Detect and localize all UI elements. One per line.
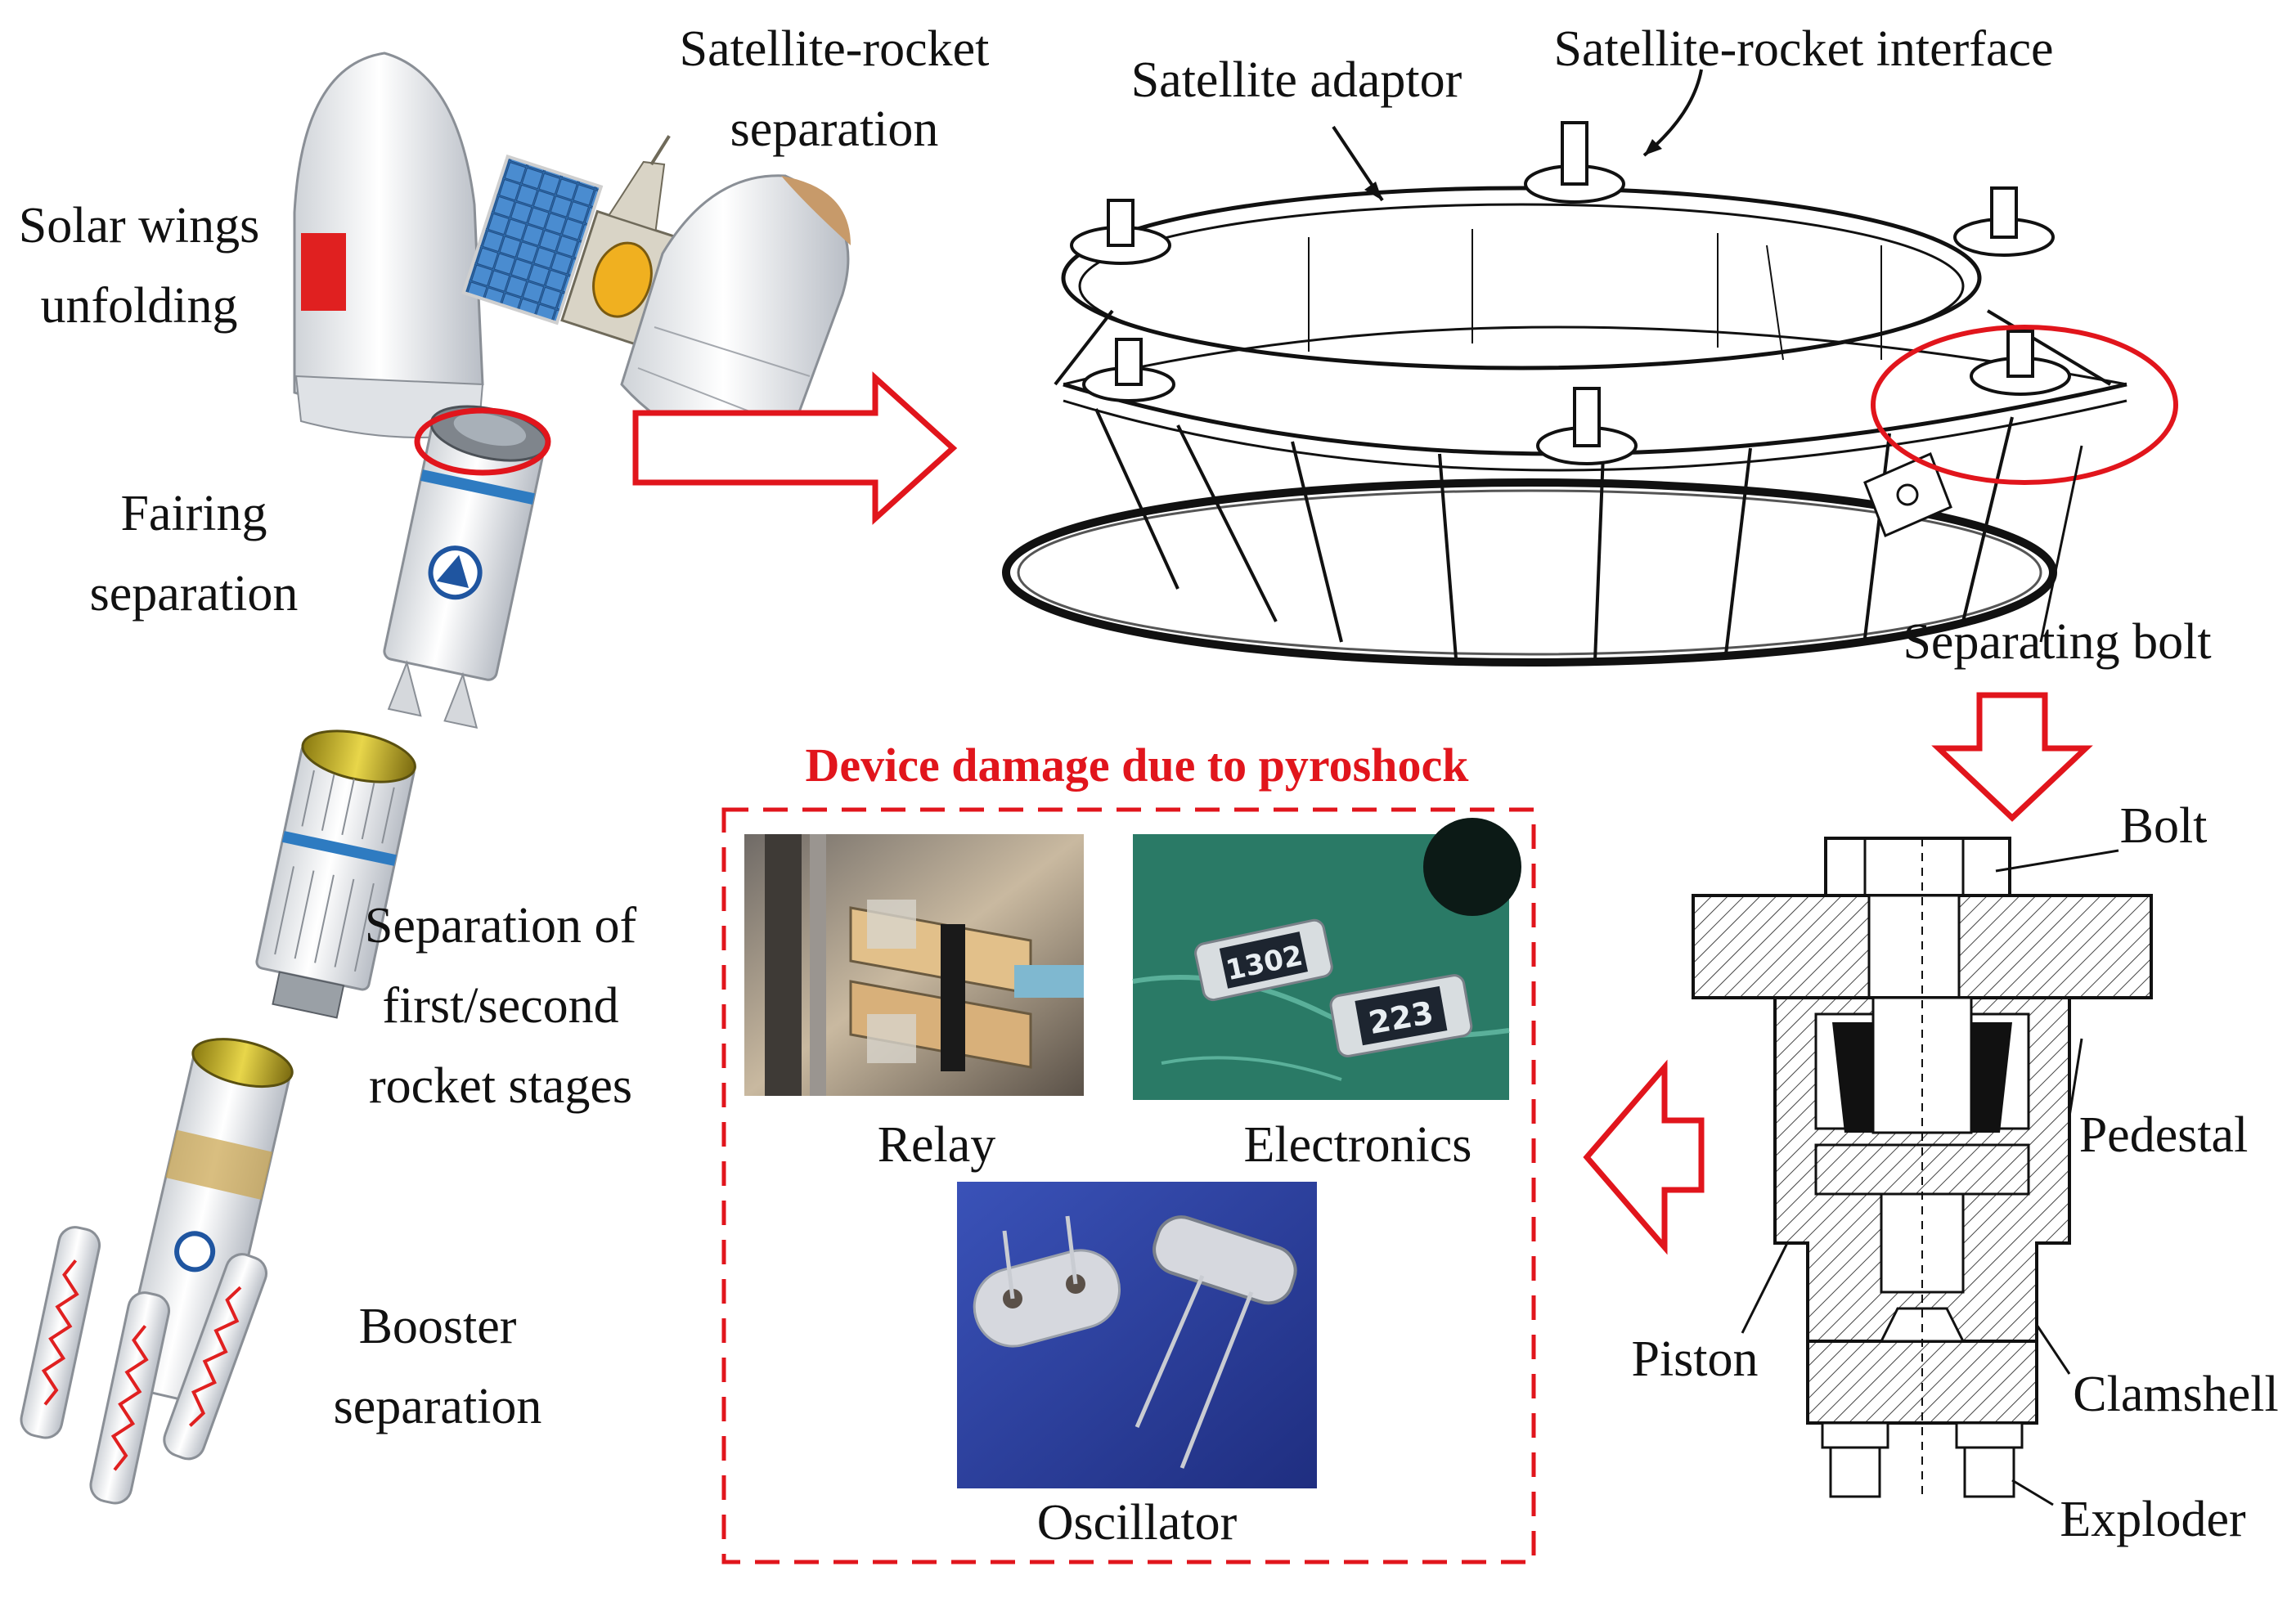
label-stage-sep-3: rocket stages	[369, 1058, 632, 1114]
label-satellite-rocket-separation-1: Satellite-rocket	[680, 21, 990, 77]
upper-stage	[383, 405, 549, 729]
label-solar-wings-2: unfolding	[40, 278, 237, 334]
rocket-exploded-view	[20, 52, 851, 1505]
arrow-left	[1583, 1059, 1705, 1255]
solar-wing	[461, 154, 604, 325]
adaptor-bolt-hubs	[1070, 121, 2071, 465]
label-stage-sep-1: Separation of	[365, 898, 637, 954]
oscillator-photo	[957, 1182, 1317, 1488]
label-oscillator: Oscillator	[1037, 1495, 1238, 1551]
stage-labels: Satellite-rocket separation Solar wings …	[19, 21, 990, 1434]
label-satellite-rocket-separation-2: separation	[730, 101, 939, 157]
label-satellite-adaptor: Satellite adaptor	[1131, 52, 1463, 108]
label-pedestal: Pedestal	[2079, 1107, 2249, 1163]
boosters	[20, 1226, 267, 1505]
relay-photo	[744, 834, 1084, 1096]
label-separating-bolt: Separating bolt	[1903, 614, 2211, 670]
label-booster-1: Booster	[359, 1299, 517, 1354]
arrow-right	[632, 371, 958, 525]
label-fairing-2: separation	[90, 566, 299, 622]
damage-panel-frame	[721, 807, 1536, 1564]
label-bolt: Bolt	[2120, 798, 2208, 854]
second-stage	[255, 729, 416, 1019]
electronics-photo: 1302 223	[1132, 818, 1521, 1100]
bolt-part-labels: Bolt Pedestal Piston Clamshell Exploder	[1631, 798, 2278, 1547]
damage-panel: Device damage due to pyroshock Relay 130	[721, 738, 1536, 1564]
fairing-red-mark	[301, 233, 346, 311]
satellite-antenna	[592, 241, 653, 318]
satellite-adaptor-ring	[1002, 69, 2178, 667]
damage-panel-title: Device damage due to pyroshock	[806, 738, 1470, 792]
label-piston: Piston	[1631, 1331, 1758, 1387]
label-fairing-1: Fairing	[120, 486, 267, 541]
label-satellite-rocket-interface: Satellite-rocket interface	[1553, 21, 2053, 77]
fairing-half-left	[293, 52, 484, 438]
label-exploder: Exploder	[2060, 1492, 2246, 1547]
interface-highlight-ellipse	[414, 407, 551, 476]
arrow-down	[1931, 692, 2093, 822]
separating-bolt-highlight	[1871, 325, 2178, 485]
label-stage-sep-2: first/second	[382, 978, 618, 1034]
adaptor-labels: Satellite adaptor Satellite-rocket inter…	[1131, 21, 2212, 670]
label-booster-2: separation	[334, 1379, 542, 1434]
bolt-cross-section	[1692, 837, 2153, 1506]
label-electronics: Electronics	[1244, 1117, 1472, 1173]
label-solar-wings-1: Solar wings	[19, 198, 260, 254]
label-relay: Relay	[878, 1117, 996, 1173]
label-clamshell: Clamshell	[2073, 1367, 2278, 1422]
